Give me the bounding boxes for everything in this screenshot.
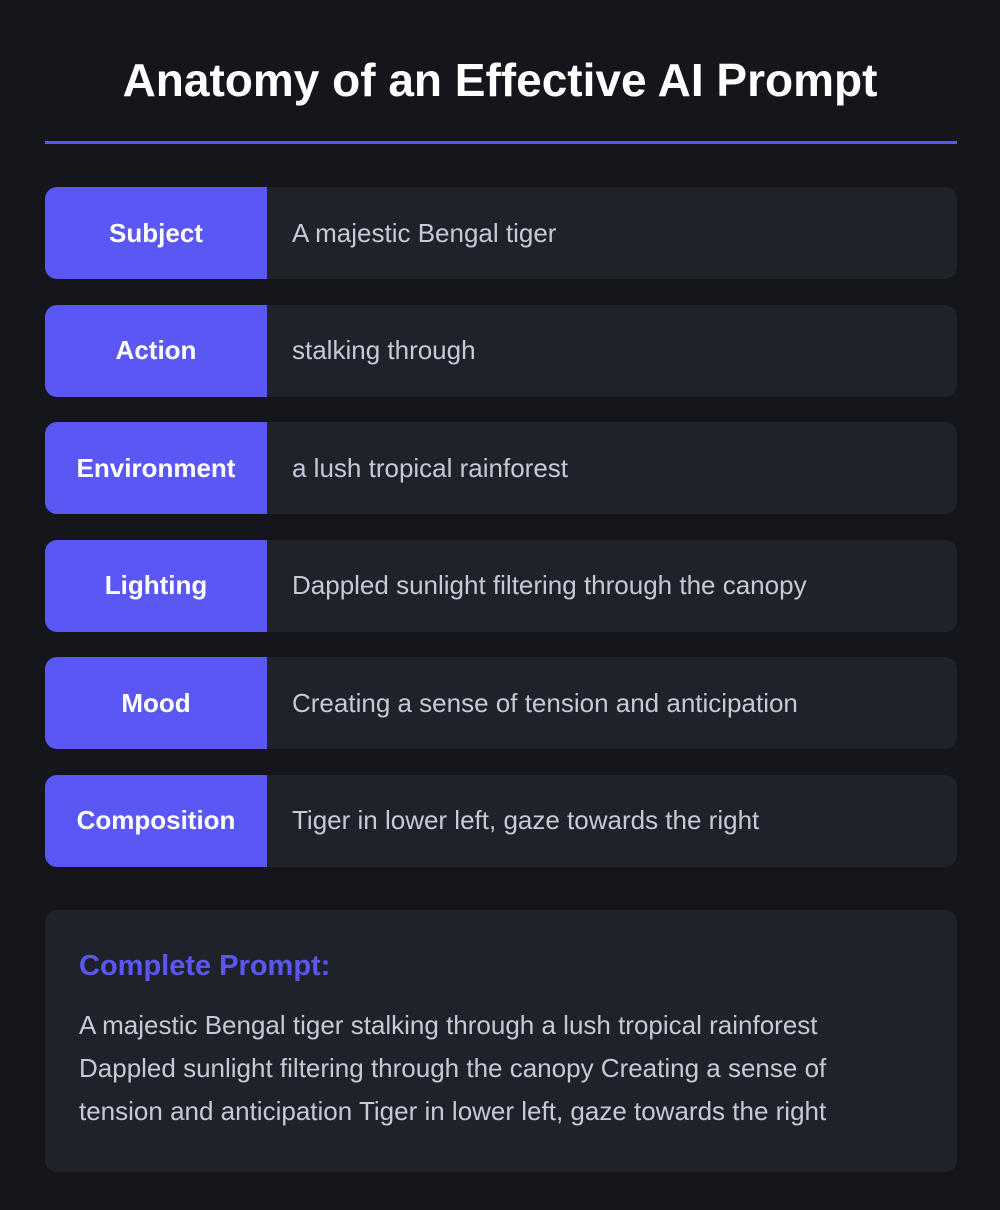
component-value: Dappled sunlight filtering through the c… [292,570,807,600]
component-row-subject: Subject A majestic Bengal tiger [45,187,957,279]
component-row-action: Action stalking through [45,304,957,397]
component-label: Subject [45,187,267,279]
page-title: Anatomy of an Effective AI Prompt [122,54,878,106]
component-row-composition: Composition Tiger in lower left, gaze to… [45,774,957,867]
component-value: stalking through [292,335,476,365]
component-label: Action [45,304,267,397]
component-value: Creating a sense of tension and anticipa… [292,687,798,718]
complete-prompt-title: Complete Prompt: [79,950,331,982]
component-label: Composition [45,774,267,867]
component-value: a lush tropical rainforest [292,452,569,483]
component-row-lighting: Lighting Dappled sunlight filtering thro… [45,539,957,632]
complete-prompt-text: A majestic Bengal tiger stalking through… [79,1010,827,1126]
component-value: A majestic Bengal tiger [292,217,557,248]
prompt-components: Subject A majestic Bengal tiger Action s… [45,187,957,892]
component-label: Mood [45,657,267,749]
component-label: Lighting [45,539,267,632]
component-value: Tiger in lower left, gaze towards the ri… [292,805,760,835]
component-label: Environment [45,422,267,514]
complete-prompt-card: Complete Prompt: A majestic Bengal tiger… [45,910,957,1172]
component-row-mood: Mood Creating a sense of tension and ant… [45,657,957,749]
component-row-environment: Environment a lush tropical rainforest [45,422,957,514]
title-divider [45,141,957,144]
